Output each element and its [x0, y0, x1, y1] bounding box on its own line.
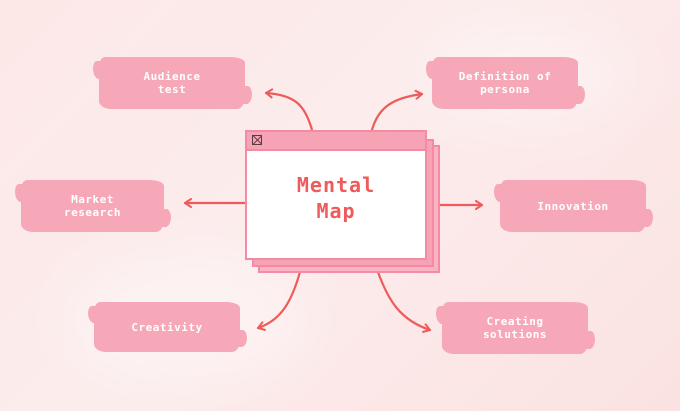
- title-line-1: Mental: [296, 173, 376, 197]
- node-market-research-label: Market research: [64, 193, 121, 219]
- node-definition-of-persona: Definition of persona: [426, 57, 585, 109]
- mental-map-window: Mental Map: [245, 130, 427, 260]
- node-audience-test: Audience test: [93, 57, 252, 109]
- arrow-to-audience-test: [264, 88, 314, 132]
- node-audience-test-label: Audience test: [143, 70, 201, 96]
- node-creating-solutions: Creating solutions: [436, 302, 595, 354]
- node-creativity: Creativity: [88, 302, 247, 352]
- node-innovation: Innovation: [494, 180, 653, 232]
- arrow-to-definition-of-persona: [370, 89, 424, 132]
- node-market-research: Market research: [15, 180, 171, 232]
- close-icon: [252, 135, 262, 145]
- title-line-2: Map: [316, 199, 356, 223]
- arrow-to-creativity: [256, 270, 302, 331]
- node-innovation-label: Innovation: [537, 199, 609, 213]
- window-titlebar: [247, 132, 425, 151]
- node-definition-of-persona-label: Definition of persona: [458, 70, 552, 96]
- arrow-to-creating-solutions: [376, 270, 432, 333]
- node-creating-solutions-label: Creating solutions: [482, 315, 548, 341]
- node-creativity-label: Creativity: [131, 320, 203, 334]
- mental-map-title: Mental Map: [247, 172, 425, 224]
